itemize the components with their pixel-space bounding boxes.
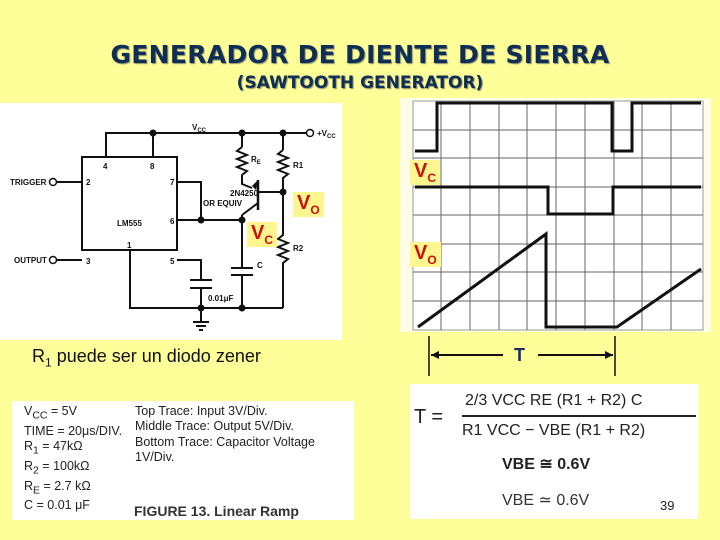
formula-denominator: R1 VCC − VBE (R1 + R2): [462, 422, 646, 439]
svg-text:OUTPUT: OUTPUT: [14, 256, 47, 265]
svg-text:6: 6: [170, 217, 175, 226]
period-label: T: [514, 345, 525, 365]
svg-text:2: 2: [86, 178, 91, 187]
trace-middle: Middle Trace: Output 5V/Div.: [135, 419, 294, 434]
param-c: C = 0.01 μF: [24, 498, 90, 513]
svg-text:OR EQUIV: OR EQUIV: [203, 199, 243, 208]
svg-text:TRIGGER: TRIGGER: [10, 178, 47, 187]
period-dimension: T: [428, 336, 616, 376]
vc-label-scope: VC: [410, 160, 441, 185]
param-r2: R2 = 100kΩ: [24, 458, 90, 477]
param-time: TIME = 20μs/DIV.: [24, 423, 123, 438]
oscilloscope-traces: [412, 100, 704, 331]
formula-lhs: T =: [414, 406, 444, 428]
svg-text:LM555: LM555: [117, 219, 142, 228]
svg-text:3: 3: [86, 257, 91, 266]
page-number: 39: [660, 498, 675, 513]
param-vcc: VCC = 5V: [24, 404, 77, 422]
vo-label-scope: VO: [410, 242, 441, 267]
svg-text:R1: R1: [293, 161, 304, 170]
trace-bottom: Bottom Trace: Capacitor Voltage 1V/Div.: [135, 434, 315, 464]
svg-text:C: C: [257, 261, 263, 270]
param-re: RE = 2.7 kΩ: [24, 478, 91, 497]
oscilloscope-panel: [400, 98, 711, 332]
svg-text:5: 5: [170, 257, 175, 266]
svg-text:1: 1: [127, 241, 132, 250]
fraction-bar: [462, 415, 696, 417]
trace-list: Top Trace: Input 3V/Div. Middle Trace: O…: [135, 404, 354, 465]
svg-text:8: 8: [150, 162, 155, 171]
slide-subtitle: (SAWTOOTH GENERATOR): [236, 73, 484, 93]
svg-text:VCC: VCC: [192, 123, 207, 134]
formula-vbe-1: VBE ≅ 0.6V: [502, 456, 591, 473]
parameters-panel: VCC = 5V TIME = 20μs/DIV. R1 = 47kΩ R2 =…: [12, 401, 354, 520]
param-r1: R1 = 47kΩ: [24, 439, 83, 457]
svg-text:RE: RE: [251, 155, 261, 166]
formula-numerator: 2/3 VCC RE (R1 + R2) C: [465, 392, 643, 409]
svg-text:R2: R2: [293, 244, 304, 253]
svg-text:2N4250: 2N4250: [230, 189, 259, 198]
svg-text:4: 4: [103, 162, 108, 171]
formula-vbe-2: VBE ≃ 0.6V: [502, 492, 590, 509]
vc-label-schematic: VC: [247, 222, 278, 247]
parameter-list: VCC = 5V TIME = 20μs/DIV. R1 = 47kΩ R2 =…: [24, 404, 122, 514]
vo-label-schematic: VO: [293, 192, 324, 217]
formula-panel: T = 2/3 VCC RE (R1 + R2) C R1 VCC − VBE …: [410, 384, 698, 519]
svg-text:+VCC: +VCC: [317, 129, 336, 140]
trace-top: Top Trace: Input 3V/Div.: [135, 404, 268, 418]
figure-caption: FIGURE 13. Linear Ramp: [134, 503, 299, 519]
zener-note: R1 puede ser un diodo zener: [32, 346, 261, 370]
svg-text:7: 7: [170, 178, 175, 187]
slide-title: GENERADOR DE DIENTE DE SIERRA: [110, 40, 610, 69]
svg-text:0.01μF: 0.01μF: [208, 294, 233, 303]
